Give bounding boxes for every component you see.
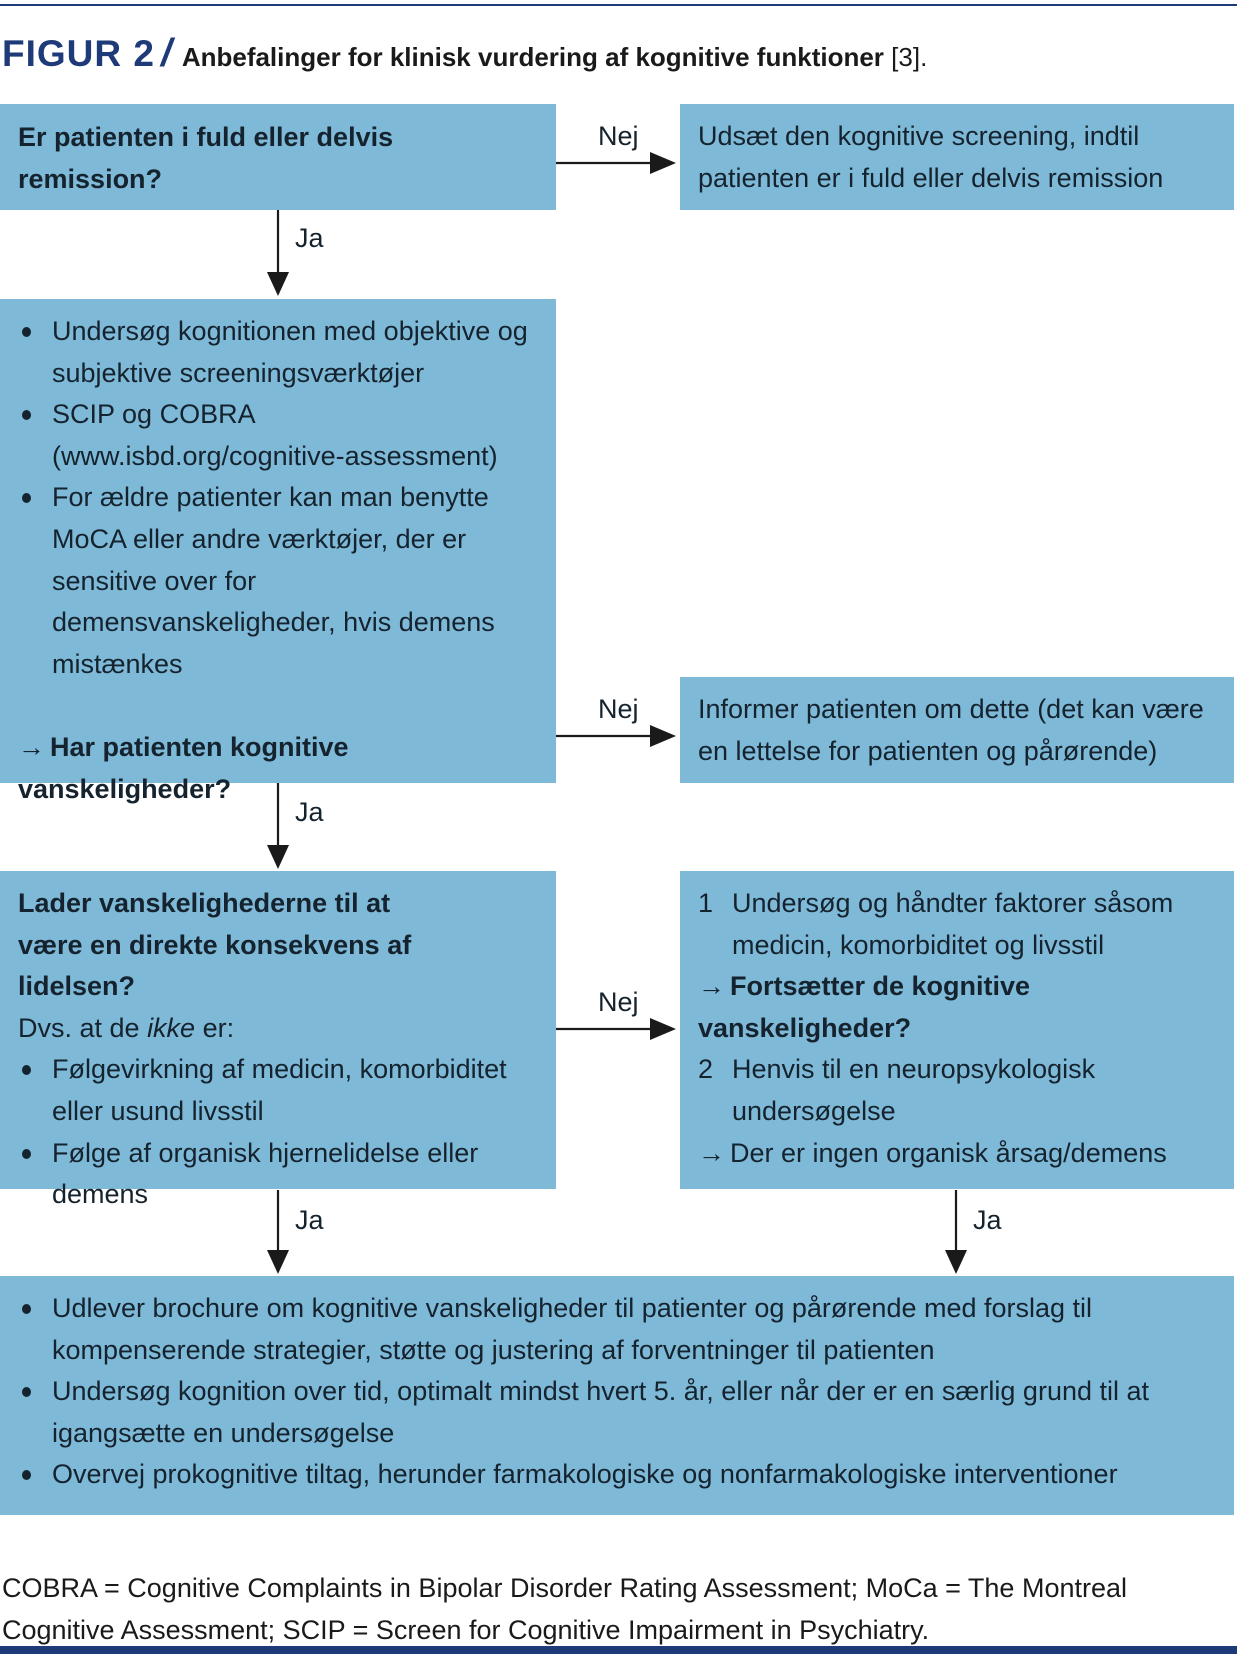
box-screening: Undersøg kognitionen med objektive og su… [0, 299, 556, 804]
screening-bullets: Undersøg kognitionen med objektive og su… [18, 311, 538, 685]
factors-conclusion: Der er ingen organisk årsag/demens [730, 1137, 1167, 1168]
cognitive-difficulties-question-line: →Har patienten kognitive vanskeligheder? [18, 727, 538, 810]
edge-label-q2-no: Nej [598, 694, 639, 724]
factors-question: Fortsætter de kognitive vanskeligheder? [698, 971, 1031, 1043]
remission-question: Er patienten i fuld eller delvis remissi… [18, 122, 394, 194]
screening-bullet: Undersøg kognitionen med objektive og su… [18, 311, 538, 394]
box-direct-consequence: Lader vanskelighederne til at være en di… [0, 871, 556, 1209]
edge-q2-no-arrowhead [650, 725, 676, 747]
edge-label-q2-yes: Ja [295, 797, 324, 827]
edge-label-q1-yes: Ja [295, 223, 324, 253]
box-defer-screening: Udsæt den kognitive screening, indtil pa… [680, 104, 1234, 210]
factors-step-1: 1 Undersøg og håndter faktorer såsom medi… [698, 883, 1216, 966]
direct-consequence-question: Lader vanskelighederne til at være en di… [18, 888, 412, 1002]
figure-label: FIGUR 2 [2, 33, 155, 74]
arrow-icon: → [18, 732, 45, 763]
edge-q3-no-arrowhead [650, 1018, 676, 1040]
step-number: 1 [698, 888, 714, 918]
figure-reference: [3]. [891, 42, 928, 72]
factors-conclusion-line: →Der er ingen organisk årsag/demens [698, 1133, 1216, 1175]
edge-q1-yes-arrowhead [267, 272, 289, 296]
recommendation-bullets: Udlever brochure om kognitive vanskeligh… [18, 1288, 1216, 1496]
factors-step-2: 2 Henvis til en neuropsykologisk undersøg… [698, 1049, 1216, 1132]
figure-caption-text: Anbefalinger for klinisk vurdering af ko… [181, 42, 884, 72]
figure-title: FIGUR 2/ Anbefalinger for klinisk vurderi… [2, 32, 927, 76]
recommendation-bullet: Overvej prokognitive tiltag, herunder fa… [18, 1454, 1216, 1496]
consequence-bullet: Følge af organisk hjernelidelse eller de… [18, 1133, 538, 1216]
intro-text-end: er: [195, 1012, 235, 1043]
box-remission-question: Er patienten i fuld eller delvis remissi… [0, 104, 556, 210]
direct-consequence-intro: Dvs. at de ikke er: [18, 1008, 538, 1050]
intro-text: Dvs. at de [18, 1012, 148, 1043]
consequence-bullet: Følgevirkning af medicin, komorbiditet e… [18, 1049, 538, 1132]
edge-label-factors-yes: Ja [973, 1205, 1002, 1235]
arrow-icon: → [698, 1137, 725, 1168]
box-factors: 1 Undersøg og håndter faktorer såsom medi… [680, 871, 1234, 1189]
cognitive-difficulties-question: Har patienten kognitive vanskeligheder? [18, 732, 349, 804]
edge-label-q3-no: Nej [598, 987, 639, 1017]
edge-q3-yes-arrowhead [267, 1250, 289, 1274]
edge-label-q3-yes: Ja [295, 1205, 324, 1235]
screening-bullet: SCIP og COBRA (www.isbd.org/cognitive-as… [18, 394, 538, 477]
top-rule [0, 4, 1237, 6]
step-text: Undersøg og håndter faktorer såsom medic… [732, 888, 1174, 960]
bottom-rule [0, 1646, 1237, 1654]
edge-label-q1-no: Nej [598, 121, 639, 151]
box-inform-patient: Informer patienten om dette (det kan vær… [680, 677, 1234, 783]
edge-factors-yes-arrowhead [945, 1250, 967, 1274]
edge-q2-yes-arrowhead [267, 845, 289, 869]
figure-slash: / [160, 32, 172, 75]
inform-patient-text: Informer patienten om dette (det kan vær… [698, 694, 1204, 766]
arrow-icon: → [698, 971, 725, 1002]
abbreviations-footnote: COBRA = Cognitive Complaints in Bipolar … [2, 1573, 1127, 1645]
edge-q1-no-arrowhead [650, 152, 676, 174]
direct-consequence-bullets: Følgevirkning af medicin, komorbiditet e… [18, 1049, 538, 1215]
step-number: 2 [698, 1054, 714, 1085]
step-text: Henvis til en neuropsykologisk undersøge… [732, 1054, 1096, 1126]
defer-screening-text: Udsæt den kognitive screening, indtil pa… [698, 121, 1164, 193]
screening-bullet: For ældre patienter kan man benytte MoCA… [18, 477, 538, 685]
box-recommendations: Udlever brochure om kognitive vanskeligh… [0, 1276, 1234, 1515]
recommendation-bullet: Undersøg kognition over tid, optimalt mi… [18, 1371, 1216, 1454]
recommendation-bullet: Udlever brochure om kognitive vanskeligh… [18, 1288, 1216, 1371]
intro-emphasis: ikke [147, 1012, 196, 1043]
factors-question-line: →Fortsætter de kognitive vanskeligheder? [698, 966, 1216, 1049]
figure-caption: Anbefalinger for klinisk vurdering af ko… [182, 42, 927, 72]
